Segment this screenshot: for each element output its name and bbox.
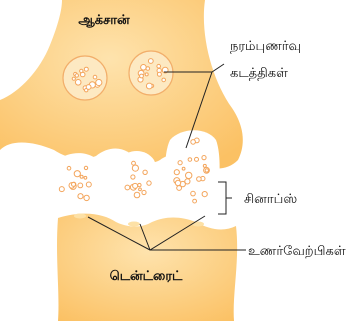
neurotransmitter-dot	[134, 192, 140, 198]
neurotransmitter-dot	[202, 156, 206, 160]
neurotransmitter-dot	[174, 170, 179, 175]
neurotransmitter-dot	[86, 182, 91, 187]
neurotransmitter-dot	[67, 166, 71, 170]
neurotransmitter-dot	[84, 195, 89, 200]
neurotransmitter-dot	[142, 190, 146, 194]
neurotransmitter-dot	[139, 188, 142, 191]
neurotransmitter-dot	[141, 65, 147, 71]
vesicles-label-line2: கடத்திகள்	[230, 66, 288, 81]
neurotransmitter-dot	[80, 175, 83, 178]
neurotransmitter-dot	[191, 191, 196, 196]
neurotransmitter-dot	[191, 140, 196, 145]
neurotransmitter-dot	[203, 164, 206, 167]
synapse-bracket	[218, 182, 232, 214]
neurotransmitter-dot	[75, 74, 78, 77]
neurotransmitter-dot	[157, 64, 161, 68]
neurotransmitter-dot	[145, 73, 148, 76]
neurotransmitter-dot	[188, 158, 192, 162]
synapse-label: சினாப்ஸ்	[244, 192, 297, 207]
neurotransmitter-dot	[78, 194, 83, 199]
neurotransmitter-dot	[178, 161, 182, 165]
neurotransmitter-dot	[146, 67, 150, 71]
dendrite-body	[57, 214, 237, 321]
neurotransmitter-dot	[182, 167, 185, 170]
neurotransmitter-dot	[78, 183, 83, 188]
neurotransmitter-dot	[125, 185, 130, 190]
neurotransmitter-dot	[197, 177, 202, 182]
neurotransmitter-dot	[193, 199, 197, 203]
neurotransmitter-dot	[93, 75, 97, 79]
vesicles-label-line1: நரம்புணர்வு	[230, 39, 301, 54]
neurotransmitter-dot	[86, 85, 91, 90]
knob-left	[49, 153, 105, 212]
neurotransmitter-dot	[162, 78, 166, 82]
neurotransmitter-dot	[175, 180, 180, 185]
neurotransmitter-dot	[148, 59, 153, 64]
vesicle-left	[63, 56, 107, 100]
neurotransmitter-dot	[138, 183, 141, 186]
neurotransmitter-dot	[202, 192, 207, 197]
neurotransmitter-dot	[147, 181, 151, 185]
neurotransmitter-dot	[84, 67, 88, 71]
neurotransmitter-dot	[133, 183, 138, 188]
neurotransmitter-dot	[143, 170, 147, 174]
neurotransmitter-dot	[72, 77, 75, 80]
neurotransmitter-dot	[157, 72, 161, 76]
dendrite-label: டென்ட்ரைட்	[110, 269, 183, 284]
neurotransmitter-dot	[185, 179, 190, 184]
neurotransmitter-dot	[59, 187, 64, 192]
neurotransmitter-dot	[132, 165, 138, 171]
neurotransmitter-dot	[72, 182, 76, 186]
neurotransmitter-dot	[146, 83, 152, 89]
neurotransmitter-dot	[140, 74, 144, 78]
neurotransmitter-dot	[195, 157, 199, 161]
neurotransmitter-dot	[131, 175, 135, 179]
axon-label: ஆக்சான்	[78, 13, 130, 28]
neurotransmitter-dot	[80, 69, 83, 72]
neurotransmitter-dot	[75, 80, 81, 86]
neurotransmitter-dot	[74, 171, 80, 177]
neurotransmitter-dot	[84, 166, 87, 169]
receptors-label: உணர்வேற்பிகள்	[248, 244, 346, 259]
neurotransmitter-dot	[177, 186, 182, 191]
neurotransmitter-dot	[96, 79, 102, 85]
neurotransmitter-dot	[205, 169, 208, 172]
neurotransmitter-dot	[84, 176, 87, 179]
neurotransmitter-dot	[132, 161, 136, 165]
neurotransmitter-dot	[186, 172, 192, 178]
